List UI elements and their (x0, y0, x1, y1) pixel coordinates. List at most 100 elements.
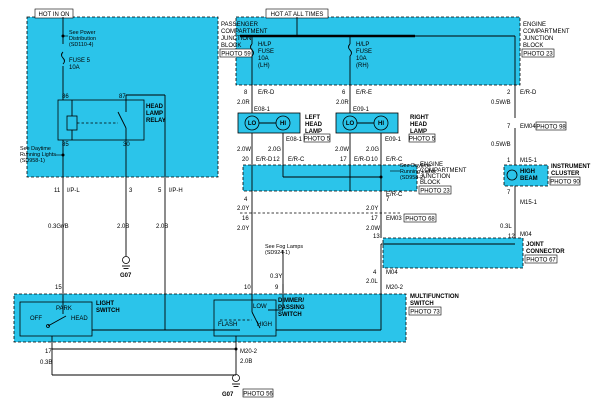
photo-73: PHOTO 73 (410, 310, 440, 316)
svg-text:COMPARTMENT: COMPARTMENT (420, 168, 467, 174)
photo-56: PHOTO 56 (243, 392, 273, 398)
photo-59: PHOTO 59 (221, 52, 251, 58)
pin-13: 13 (373, 234, 380, 240)
wire-05wb: 0.5W/B (491, 100, 511, 106)
pin-1: 1 (507, 158, 511, 164)
wire-20y-c: 2.0Y (237, 226, 249, 232)
pin-12: 12 (273, 157, 280, 163)
low-label: LOW (253, 304, 267, 310)
ground-g07-bottom: G07 PHOTO 56 (222, 374, 273, 398)
wire-20g-a: 2.0G (268, 147, 281, 153)
svg-text:DIMMER/: DIMMER/ (278, 298, 304, 304)
er-d-label-2: E/R-D (520, 90, 537, 96)
pin-2: 2 (507, 90, 511, 96)
pin-17c: 17 (45, 349, 52, 355)
svg-text:MULTIFUNCTION: MULTIFUNCTION (410, 294, 459, 300)
right-head-lamp: LO HI (335, 112, 399, 134)
pin-20: 20 (242, 157, 249, 163)
svg-text:INSTRUMENT: INSTRUMENT (551, 164, 591, 170)
photo-5-right: PHOTO 5 (409, 137, 436, 143)
wire-20w-c: 2.0W (366, 226, 380, 232)
wire-03l-a: 0.3L (500, 224, 512, 230)
svg-text:COMPARTMENT: COMPARTMENT (221, 29, 268, 35)
er-d-label-4: E/R-D (354, 157, 371, 163)
photo-67: PHOTO 67 (526, 258, 556, 264)
svg-text:Distribution: Distribution (69, 36, 96, 42)
e09-1-label-a: E09-1 (353, 107, 370, 113)
m20-2-label-top: M20-2 (386, 285, 404, 291)
svg-text:BEAM: BEAM (520, 176, 538, 182)
wire-20b-b: 2.0B (156, 224, 168, 230)
m15-1-label: M15-1 (520, 158, 538, 164)
pin-8: 8 (244, 90, 248, 96)
head-label: HEAD (71, 316, 88, 322)
engine-junction-block-zone-top (235, 16, 521, 86)
svg-text:RIGHT: RIGHT (410, 115, 429, 121)
svg-text:G07: G07 (120, 273, 132, 279)
pin-11: 11 (54, 188, 61, 194)
svg-text:HIGH: HIGH (520, 169, 535, 175)
svg-text:JUNCTION: JUNCTION (523, 36, 553, 42)
svg-text:PASSING: PASSING (278, 305, 305, 311)
svg-text:(SD958-2): (SD958-2) (400, 175, 425, 181)
left-head-lamp-label: LEFT HEAD LAMP PHOTO 5 (303, 115, 331, 143)
svg-text:10A: 10A (356, 56, 367, 62)
pin-7c: 7 (507, 190, 511, 196)
see-drl-mid-note: See Daytime Running Lights (SD958-2) (400, 163, 436, 181)
see-power-distribution-note: See Power Distribution (SD110-4) (69, 30, 96, 48)
wire-05wb-b: 0.5W/B (491, 142, 511, 148)
wire-03grb: 0.3Gr/B (48, 224, 69, 230)
svg-text:JUNCTION: JUNCTION (221, 36, 251, 42)
svg-text:SWITCH: SWITCH (278, 312, 302, 318)
multifunction-switch-label: MULTIFUNCTION SWITCH PHOTO 73 (408, 294, 459, 316)
high-beam-indicator: HIGH BEAM (506, 169, 538, 182)
hot-at-all-times-label: HOT AT ALL TIMES (271, 12, 324, 18)
pin-7b: 7 (507, 124, 511, 130)
svg-text:Running Lights: Running Lights (20, 152, 56, 158)
wire-20r-left: 2.0R (237, 100, 250, 106)
svg-text:BLOCK: BLOCK (523, 43, 543, 49)
er-d-label-1: E/R-D (258, 90, 275, 96)
er-e-label: E/R-E (356, 90, 372, 96)
m15-1-label-b: M15-1 (520, 200, 538, 206)
svg-text:HEAD: HEAD (146, 104, 164, 110)
m20-2-label-bottom: M20-2 (240, 349, 258, 355)
svg-text:ENGINE: ENGINE (420, 162, 443, 168)
er-c-label-left: E/R-C (288, 157, 305, 163)
joint-connector-label: JOINT CONNECTOR PHOTO 67 (524, 242, 565, 264)
svg-text:CLUSTER: CLUSTER (551, 171, 580, 177)
svg-text:HEAD: HEAD (410, 122, 428, 128)
er-d-label-3: E/R-D (256, 157, 273, 163)
ground-g07-top: G07 (120, 256, 132, 279)
svg-text:(SD958-1): (SD958-1) (20, 158, 45, 164)
photo-23-mid: PHOTO 23 (420, 189, 450, 195)
photo-68: PHOTO 68 (405, 217, 435, 223)
photo-90: PHOTO 90 (550, 180, 580, 186)
light-switch-box (19, 301, 93, 337)
instrument-cluster-label: INSTRUMENT CLUSTER PHOTO 90 (549, 164, 591, 186)
svg-text:Running Lights: Running Lights (400, 169, 436, 175)
svg-text:LAMP: LAMP (146, 111, 163, 117)
wire-03y: 0.3Y (270, 274, 282, 280)
pin-85: 85 (62, 142, 69, 148)
pin-15: 15 (55, 285, 62, 291)
pin-4b: 4 (373, 270, 377, 276)
engine-junction-block-zone-mid (242, 164, 418, 192)
svg-text:See Daytime: See Daytime (20, 146, 51, 152)
wire-20w-b: 2.0W (335, 147, 349, 153)
svg-text:COMPARTMENT: COMPARTMENT (523, 29, 570, 35)
svg-text:(RH): (RH) (356, 63, 369, 69)
head-lamp-relay-label: HEAD LAMP RELAY (146, 104, 166, 124)
hlp-fuse-lh: H/LP FUSE 10A (LH) (250, 42, 274, 69)
park-label: PARK (56, 306, 72, 312)
svg-text:See Power: See Power (69, 30, 96, 36)
fuse-5: FUSE 5 10A (61, 51, 91, 71)
pin-4: 4 (244, 197, 248, 203)
pin-87: 87 (119, 94, 126, 100)
hot-in-on-label: HOT IN ON (39, 12, 70, 18)
see-drl-left-note: See Daytime Running Lights (SD958-1) (20, 146, 56, 164)
engine-junction-block-mid-title: ENGINE COMPARTMENT JUNCTION BLOCK PHOTO … (418, 162, 467, 195)
svg-text:SWITCH: SWITCH (410, 301, 434, 307)
head-lamp-relay-box (57, 99, 145, 141)
wire-20l: 2.0L (366, 279, 378, 285)
